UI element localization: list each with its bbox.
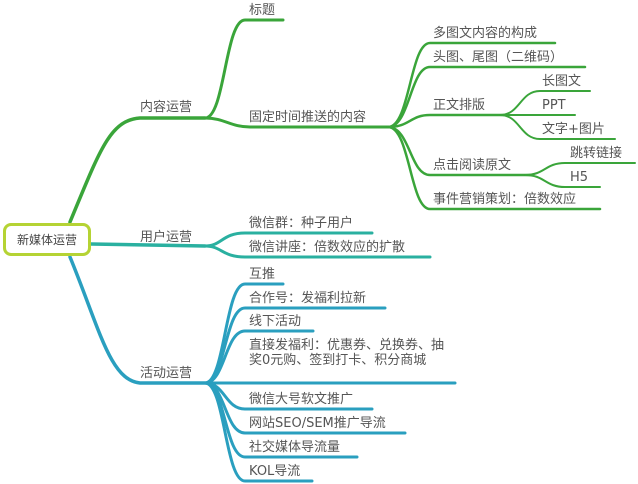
node-scheduled-content[interactable]: 固定时间推送的内容: [249, 110, 367, 125]
node-social-media[interactable]: 社交媒体导流量: [249, 440, 341, 455]
node-seo-sem[interactable]: 网站SEO/SEM推广导流: [249, 416, 386, 431]
root-node[interactable]: 新媒体运营: [3, 223, 91, 256]
user-branch-lines: [89, 231, 432, 259]
node-activity-ops[interactable]: 活动运营: [140, 366, 193, 381]
node-kol[interactable]: KOL导流: [249, 464, 301, 479]
node-jump-link[interactable]: 跳转链接: [570, 146, 623, 161]
node-wechat-big-account[interactable]: 微信大号软文推广: [249, 392, 354, 407]
node-wechat-lecture[interactable]: 微信讲座：倍数效应的扩散: [249, 240, 406, 255]
node-event-marketing[interactable]: 事件营销策划：倍数效应: [433, 192, 577, 207]
node-ppt[interactable]: PPT: [542, 98, 566, 113]
node-body-layout[interactable]: 正文排版: [433, 98, 486, 113]
node-content-ops[interactable]: 内容运营: [140, 100, 193, 115]
node-user-ops[interactable]: 用户运营: [140, 230, 193, 245]
node-long-image[interactable]: 长图文: [542, 74, 582, 89]
content-branch-lines: [68, 18, 636, 224]
node-offline-event[interactable]: 线下活动: [249, 314, 302, 329]
node-head-tail-image[interactable]: 头图、尾图（二维码）: [433, 50, 564, 65]
root-label: 新媒体运营: [16, 233, 77, 247]
node-h5[interactable]: H5: [570, 170, 589, 185]
node-read-more[interactable]: 点击阅读原文: [433, 158, 512, 173]
node-text-image[interactable]: 文字+图片: [542, 122, 605, 137]
node-mutual-promo[interactable]: 互推: [249, 267, 276, 282]
node-wechat-group[interactable]: 微信群：种子用户: [249, 216, 354, 231]
node-partner-account[interactable]: 合作号：发福利拉新: [249, 291, 367, 306]
activity-branch-lines: [68, 255, 457, 483]
node-multi-article[interactable]: 多图文内容的构成: [433, 26, 538, 41]
node-title[interactable]: 标题: [249, 3, 276, 18]
node-direct-benefits[interactable]: 直接发福利：优惠券、兑换券、抽奖0元购、签到打卡、积分商城: [249, 338, 445, 368]
